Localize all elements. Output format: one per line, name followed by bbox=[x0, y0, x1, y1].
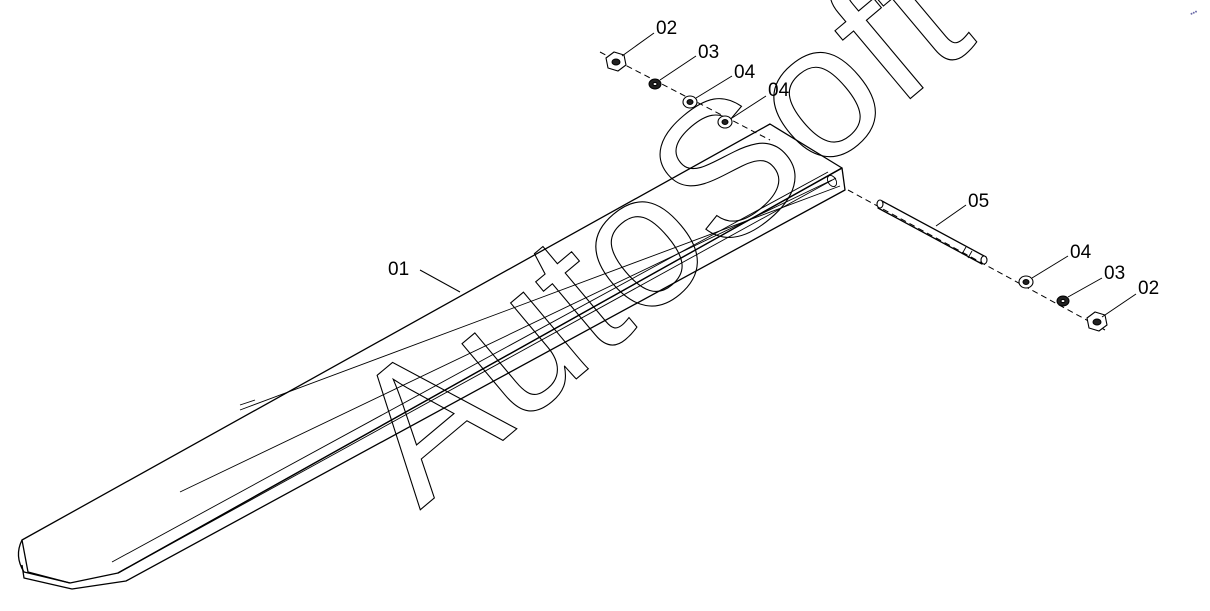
callout-02-right: 02 bbox=[1138, 278, 1159, 299]
leader-02-top bbox=[621, 32, 655, 57]
arm-groove-2 bbox=[111, 171, 829, 563]
callout-03-right: 03 bbox=[1104, 263, 1125, 284]
callout-03-top: 03 bbox=[698, 42, 719, 63]
axis-right bbox=[847, 189, 1106, 331]
callout-04-top-b: 04 bbox=[768, 80, 790, 101]
leader-05 bbox=[935, 204, 967, 227]
leader-lines bbox=[419, 32, 1137, 318]
arm-end-hole bbox=[826, 174, 838, 188]
callout-04-top-a: 04 bbox=[734, 62, 756, 83]
washer-04-top-a-hole bbox=[686, 99, 694, 105]
pin-thread-end bbox=[961, 246, 973, 259]
corner-logo: ••• bbox=[1189, 8, 1199, 18]
arm-tip-step bbox=[239, 399, 256, 406]
part-04-washer-right bbox=[1018, 275, 1034, 289]
leader-03-right bbox=[1067, 277, 1103, 298]
callout-01: 01 bbox=[388, 259, 409, 280]
leader-04-top-b bbox=[731, 95, 767, 119]
arm-groove-1 bbox=[119, 177, 837, 573]
part-02-nut-right bbox=[1086, 311, 1108, 332]
part-03-washer-top bbox=[648, 78, 662, 90]
leader-01 bbox=[419, 269, 461, 293]
arm-tip bbox=[17, 539, 71, 584]
leader-04-top-a bbox=[695, 75, 733, 99]
part-04-washer-top-a bbox=[682, 95, 698, 109]
part-02-nut-top bbox=[605, 51, 627, 72]
arm-side-face bbox=[21, 167, 846, 590]
callout-02-top: 02 bbox=[656, 18, 677, 39]
pin-end-right bbox=[980, 255, 988, 265]
washer-03-top-hole bbox=[652, 81, 658, 87]
washer-04-right-hole bbox=[1022, 279, 1030, 285]
part-04-washer-top-b bbox=[717, 115, 733, 129]
arm-groove-4 bbox=[179, 179, 833, 493]
arm-groove-3 bbox=[239, 185, 841, 411]
nut-right-hole bbox=[1092, 318, 1102, 326]
part-01-arm bbox=[17, 123, 846, 590]
pin-end-left bbox=[876, 199, 884, 209]
leader-02-right bbox=[1101, 293, 1137, 318]
part-03-washer-right bbox=[1056, 295, 1070, 307]
leader-04-right bbox=[1031, 255, 1069, 279]
callout-labels: 01 02 03 04 04 05 04 03 02 bbox=[388, 18, 1159, 299]
washer-04-top-b-hole bbox=[721, 119, 729, 125]
assembly-axes bbox=[599, 51, 1106, 331]
callout-04-right: 04 bbox=[1070, 242, 1092, 263]
washer-03-right-hole bbox=[1060, 298, 1066, 304]
callout-05: 05 bbox=[968, 191, 989, 212]
part-05-pin bbox=[876, 199, 988, 265]
leader-03-top bbox=[659, 55, 697, 81]
nut-top-hole bbox=[611, 58, 621, 66]
axis-top bbox=[599, 51, 771, 141]
